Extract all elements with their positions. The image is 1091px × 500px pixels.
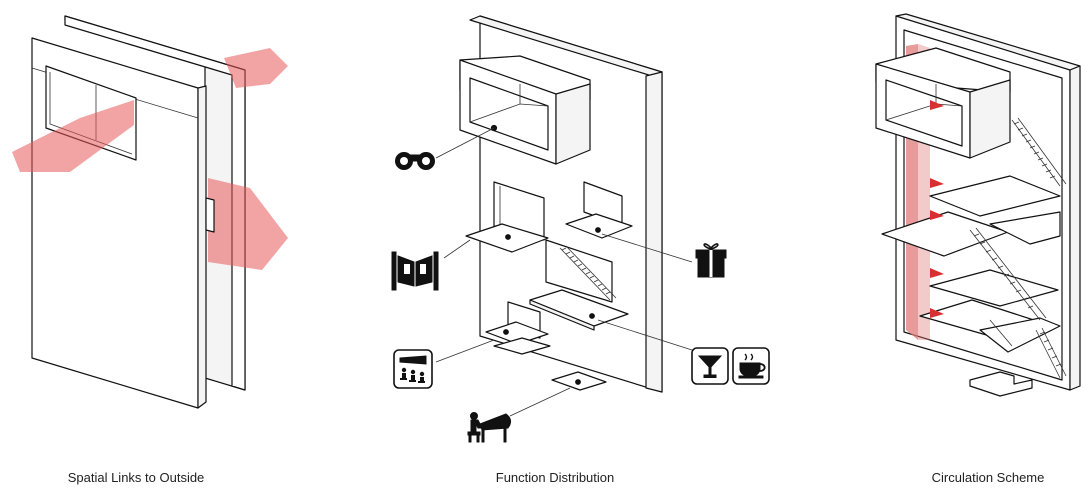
circ-stairs — [969, 117, 1067, 379]
link-arrow-top — [224, 48, 288, 88]
circ-entry — [969, 371, 1033, 397]
wall-edge — [645, 71, 663, 393]
front-slab-edge — [197, 85, 207, 409]
circ-floor-2b — [989, 211, 1061, 245]
cinema-audience-icon — [393, 349, 433, 389]
top-box-side — [555, 83, 591, 165]
caption-circulation-scheme: Circulation Scheme — [931, 470, 1045, 485]
circ-floor-1 — [929, 175, 1061, 217]
cinema-base — [493, 337, 551, 355]
stair-middle — [545, 239, 617, 303]
frame-edge — [1069, 65, 1081, 391]
top-box-opening — [469, 77, 549, 151]
gift-icon — [695, 243, 727, 278]
circ-floor-3 — [929, 269, 1059, 307]
link-arrow-right — [208, 178, 288, 270]
panel-circulation-scheme — [875, 13, 1081, 397]
circ-top-box-side — [969, 79, 1011, 159]
panel-function-distribution — [391, 15, 770, 443]
caption-function-distribution: Function Distribution — [495, 470, 615, 485]
exhibition-panels-icon — [391, 251, 439, 291]
cinema-steps — [485, 321, 549, 345]
binoculars-icon — [395, 152, 435, 170]
caption-spatial-links: Spatial Links to Outside — [67, 470, 205, 485]
pianist-icon — [467, 412, 512, 443]
cocktail-glass-icon — [691, 347, 729, 385]
circ-floor-5 — [979, 317, 1061, 353]
coffee-cup-icon — [732, 347, 770, 385]
panel-spatial-links — [12, 15, 288, 409]
link-arrow-left — [12, 100, 134, 172]
platform-gift — [565, 213, 633, 239]
circulation-arrows — [930, 100, 944, 318]
